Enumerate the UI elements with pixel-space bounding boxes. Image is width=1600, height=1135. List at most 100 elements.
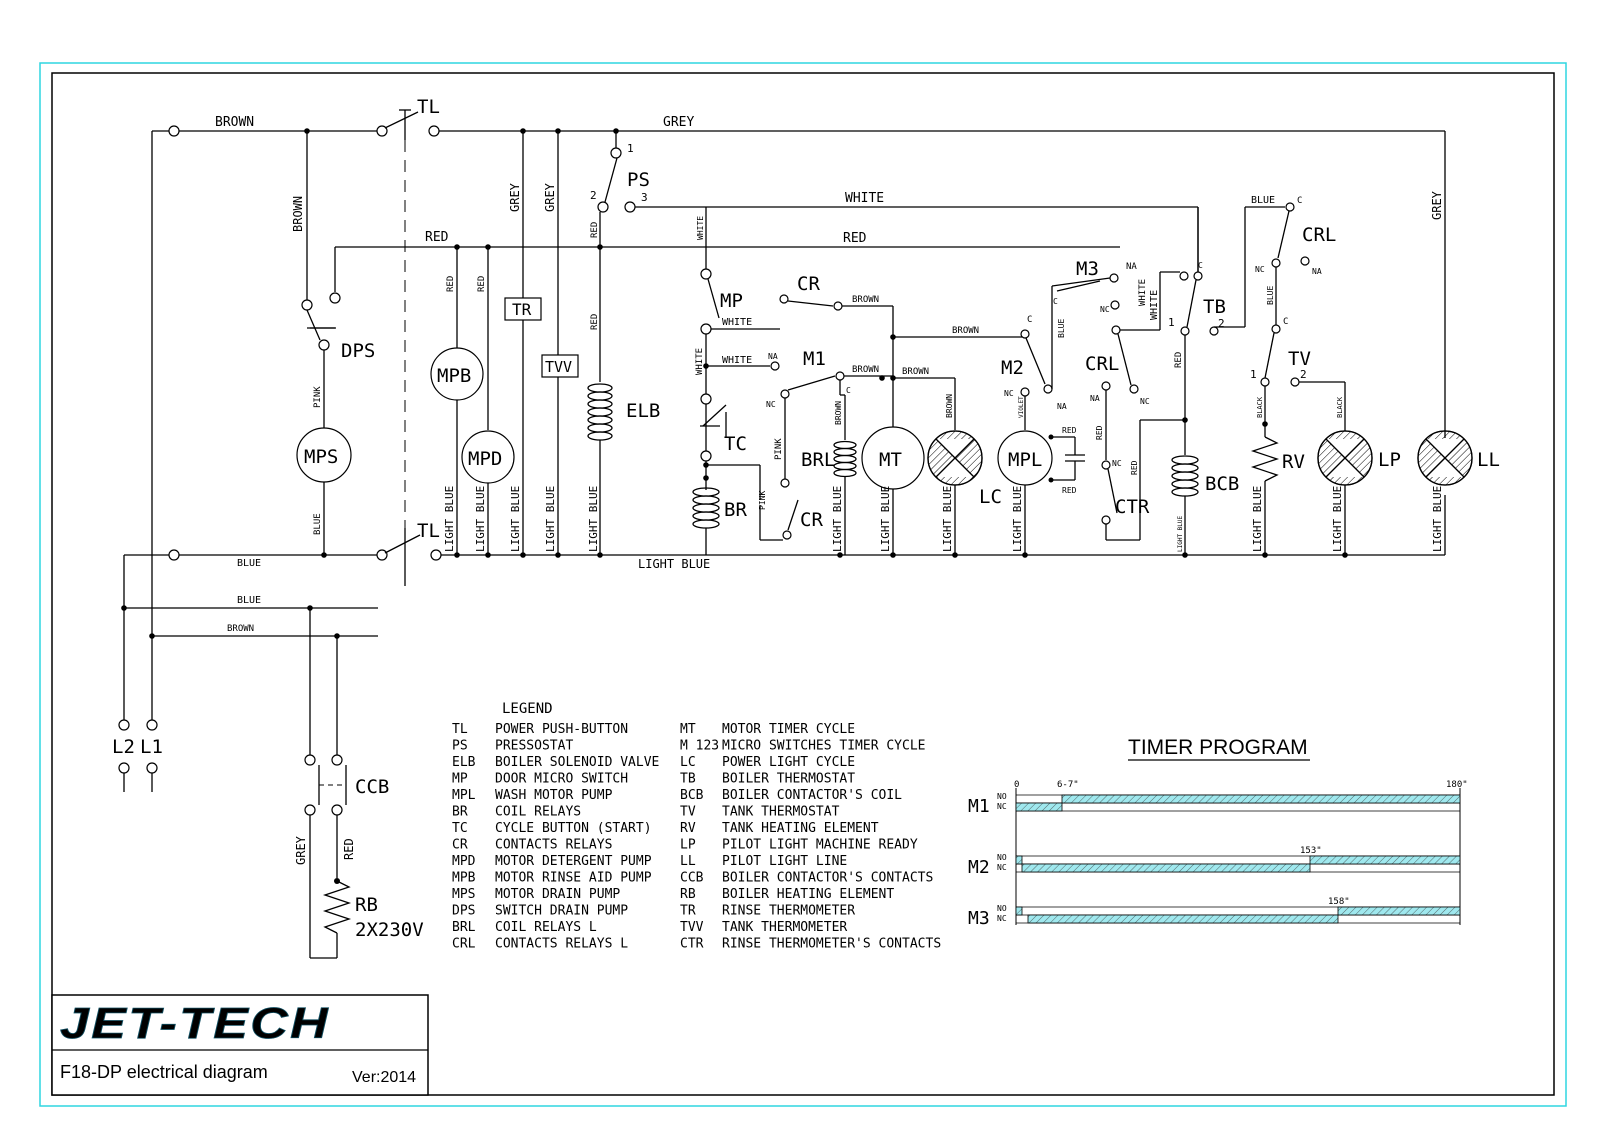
wire-brown-top: BROWN: [215, 115, 254, 130]
label-cr-upper: CR: [797, 273, 820, 295]
timer-no-bar-start: [1015, 906, 1023, 916]
wire-red-ps: RED: [590, 222, 600, 238]
wire-blue-tv: BLUE: [1266, 286, 1275, 305]
outer-frame: [39, 62, 1567, 1107]
legend-code: M 123: [680, 739, 719, 754]
wire-pink-mps: PINK: [313, 386, 323, 408]
legend-description: COIL RELAYS: [495, 805, 581, 820]
wire-lightblue-mpd: LIGHT BLUE: [474, 486, 487, 552]
junction-dots: [121, 128, 1348, 639]
timer-nc-bar: [1021, 863, 1311, 873]
legend-description: RINSE THERMOMETER'S CONTACTS: [722, 937, 941, 952]
label-crl-right: CRL: [1302, 224, 1336, 246]
label-dps: DPS: [341, 340, 375, 362]
legend-code: TL: [452, 722, 468, 737]
label-rb: RB: [355, 894, 378, 916]
wire-lightblue-mpb: LIGHT BLUE: [443, 486, 456, 552]
legend-code: MPD: [452, 854, 476, 869]
wire-blue-m3: BLUE: [1057, 319, 1066, 338]
wire-white-ps: WHITE: [845, 191, 884, 206]
wire-brown-cr: BROWN: [852, 295, 879, 305]
legend-code: RV: [680, 821, 696, 836]
label-tv: TV: [1288, 348, 1311, 370]
legend-code: BR: [452, 805, 468, 820]
legend-description: PILOT LIGHT LINE: [722, 854, 847, 869]
legend-code: LL: [680, 854, 696, 869]
wire-white-mp: WHITE: [696, 216, 705, 240]
wire-brown-lc: BROWN: [945, 394, 954, 418]
m3-terminal-na: NA: [1126, 262, 1137, 272]
wire-violet-mpl: VIOLET: [1018, 396, 1025, 418]
legend-code: MT: [680, 722, 696, 737]
timer-end-label: 180": [1446, 780, 1468, 790]
legend-description: CONTACTS RELAYS: [495, 838, 612, 853]
label-elb: ELB: [626, 400, 660, 422]
wire-blue-mps: BLUE: [313, 513, 323, 535]
legend-code: DPS: [452, 904, 475, 919]
label-mps: MPS: [304, 446, 338, 468]
wire-brown-dps: BROWN: [291, 196, 305, 232]
wire-blue-bottom: BLUE: [237, 558, 261, 569]
legend-description: PILOT LIGHT MACHINE READY: [722, 838, 918, 853]
legend-description: BOILER CONTACTOR'S COIL: [722, 788, 902, 803]
wire-red-bcb: RED: [1174, 352, 1184, 368]
logo-text: JET-TECH: [60, 999, 330, 1048]
label-l2: L2: [112, 736, 135, 758]
label-ctr: CTR: [1115, 496, 1150, 518]
crl-right-terminal-nc: NC: [1255, 265, 1265, 274]
legend-code: BCB: [680, 788, 704, 803]
wire-grey-rb: GREY: [294, 835, 308, 865]
legend-code: TV: [680, 805, 696, 820]
label-cr-lower: CR: [800, 509, 823, 531]
label-brl: BRL: [801, 449, 835, 471]
lc-lamp: [927, 430, 983, 486]
wire-white-mp-down: WHITE: [695, 348, 705, 375]
bcb-coil: [1171, 455, 1199, 497]
legend-description: RINSE THERMOMETER: [722, 904, 855, 919]
m2-mpl: C NA NC M2 VIOLET MPL LIGHT BLUE RED RED: [997, 315, 1085, 555]
timer-no-bar-start: [1015, 855, 1023, 865]
label-tb: TB: [1203, 296, 1226, 318]
legend-code: MPL: [452, 788, 476, 803]
timer-program-title: TIMER PROGRAM: [1128, 736, 1308, 759]
elb-coil: [587, 382, 613, 446]
tb-bcb: C 1 2 TB RED BCB LIGHT BLUE: [1168, 207, 1239, 555]
wire-grey-tr: GREY: [508, 182, 522, 212]
wire-red-ctr-right: RED: [1130, 460, 1139, 475]
wire-light-blue-bottom: LIGHT BLUE: [638, 557, 710, 571]
wire-red-cap-top: RED: [1062, 426, 1077, 435]
timer-row-name: M1: [968, 796, 990, 817]
wire-lightblue-brl: LIGHT BLUE: [831, 486, 844, 552]
ps-terminal-2: 2: [590, 189, 597, 202]
m3-terminal-nc: NC: [1100, 305, 1110, 314]
legend-code: CCB: [680, 871, 704, 886]
legend-description: MICRO SWITCHES TIMER CYCLE: [722, 739, 926, 754]
legend-title: LEGEND: [502, 701, 553, 717]
wire-grey-ll: GREY: [1430, 190, 1444, 220]
crl-right-terminal-c: C: [1297, 196, 1302, 206]
wire-red-rail-right: RED: [843, 231, 867, 246]
label-tl-top: TL: [417, 96, 440, 118]
legend-code: CR: [452, 838, 468, 853]
label-ccb: CCB: [355, 776, 389, 798]
legend-description: TANK HEATING ELEMENT: [722, 821, 879, 836]
legend-code: LP: [680, 838, 696, 853]
timer-mark-label: 6-7": [1057, 780, 1079, 790]
legend-description: PRESSOSTAT: [495, 739, 573, 754]
legend-code: TC: [452, 821, 468, 836]
brl-mt-lc: BROWN BRL LIGHT BLUE MT LIGHT BLUE LC LI…: [801, 380, 1002, 555]
label-ps: PS: [627, 169, 650, 191]
timer-no-bar: [1061, 794, 1461, 804]
label-tvv: TVV: [545, 358, 572, 376]
timer-no-bar: [1337, 906, 1461, 916]
crl-tv-rv-lp-ll: BLUE C NC NA CRL BLUE C 1 2 TV BLACK RV …: [1214, 190, 1500, 555]
m1-terminal-nc: NC: [766, 400, 776, 409]
label-ll: LL: [1477, 449, 1500, 471]
pump-branches: MPB RED LIGHT BLUE MPD RED LIGHT BLUE TR…: [430, 131, 1199, 555]
wire-blue-feed: BLUE: [237, 595, 261, 606]
label-m2: M2: [1001, 357, 1024, 379]
